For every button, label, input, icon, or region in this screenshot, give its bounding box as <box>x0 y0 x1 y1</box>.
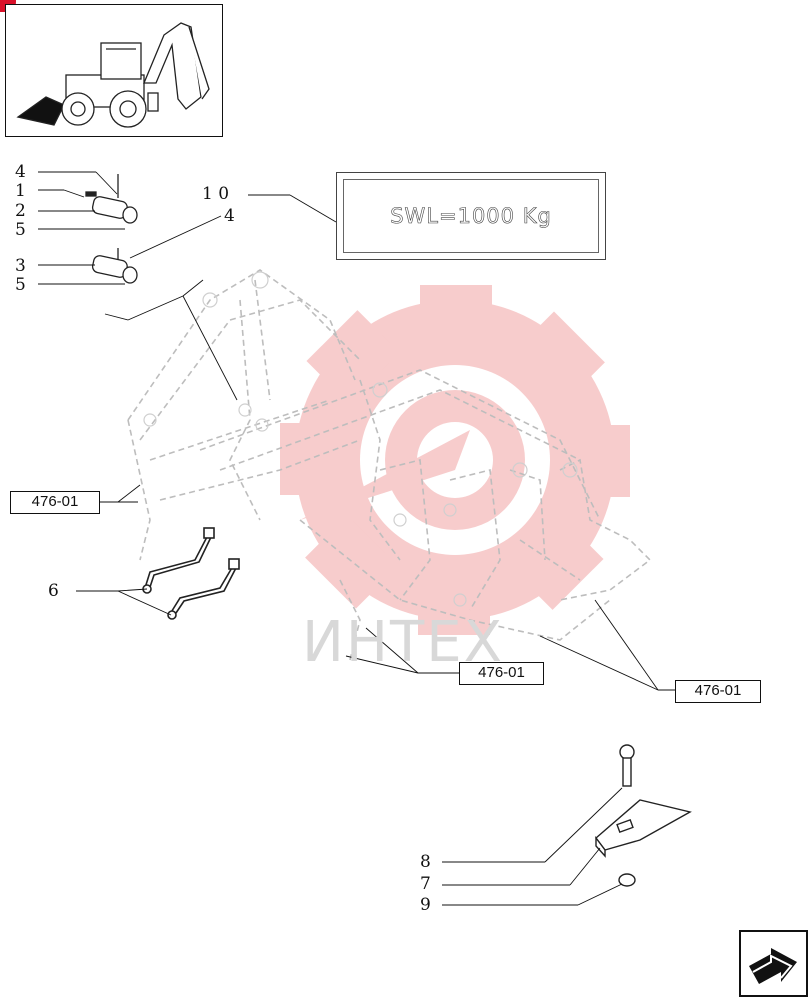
pin-assembly-lower <box>91 248 138 284</box>
next-page-arrow-icon <box>749 948 797 984</box>
callout-8: 8 <box>420 852 431 872</box>
callout-4-lower: 4 <box>224 206 235 226</box>
swl-decal: SWL=1000 Kg <box>336 172 606 260</box>
callout-6: 6 <box>48 581 59 601</box>
swl-decal-text: SWL=1000 Kg <box>390 204 552 229</box>
leader-lines <box>38 171 676 906</box>
callout-3: 3 <box>15 256 26 276</box>
watermark-gear-icon <box>280 285 630 635</box>
machine-thumbnail <box>5 4 223 137</box>
pin-assembly-upper <box>85 174 138 224</box>
hydraulic-hose <box>142 527 240 620</box>
callout-5-upper: 5 <box>15 220 26 240</box>
reference-link-right[interactable]: 476-01 <box>675 680 761 703</box>
callout-7: 7 <box>420 874 431 894</box>
loader-arm-ghost <box>127 269 652 661</box>
bucket-tooth <box>595 744 692 887</box>
loader-arm-ghost-detail <box>143 271 578 607</box>
callout-2: 2 <box>15 201 26 221</box>
reference-link-left[interactable]: 476-01 <box>10 491 100 514</box>
callout-1: 1 <box>15 181 26 201</box>
swl-decal-frame: SWL=1000 Kg <box>343 179 599 253</box>
callout-4-upper: 4 <box>15 162 26 182</box>
callout-5-lower: 5 <box>15 275 26 295</box>
callout-9: 9 <box>420 895 431 915</box>
callout-10: 1 0 <box>202 184 230 204</box>
reference-link-center[interactable]: 476-01 <box>459 662 544 685</box>
next-page-button[interactable] <box>739 930 808 997</box>
backhoe-loader-icon <box>16 22 210 128</box>
